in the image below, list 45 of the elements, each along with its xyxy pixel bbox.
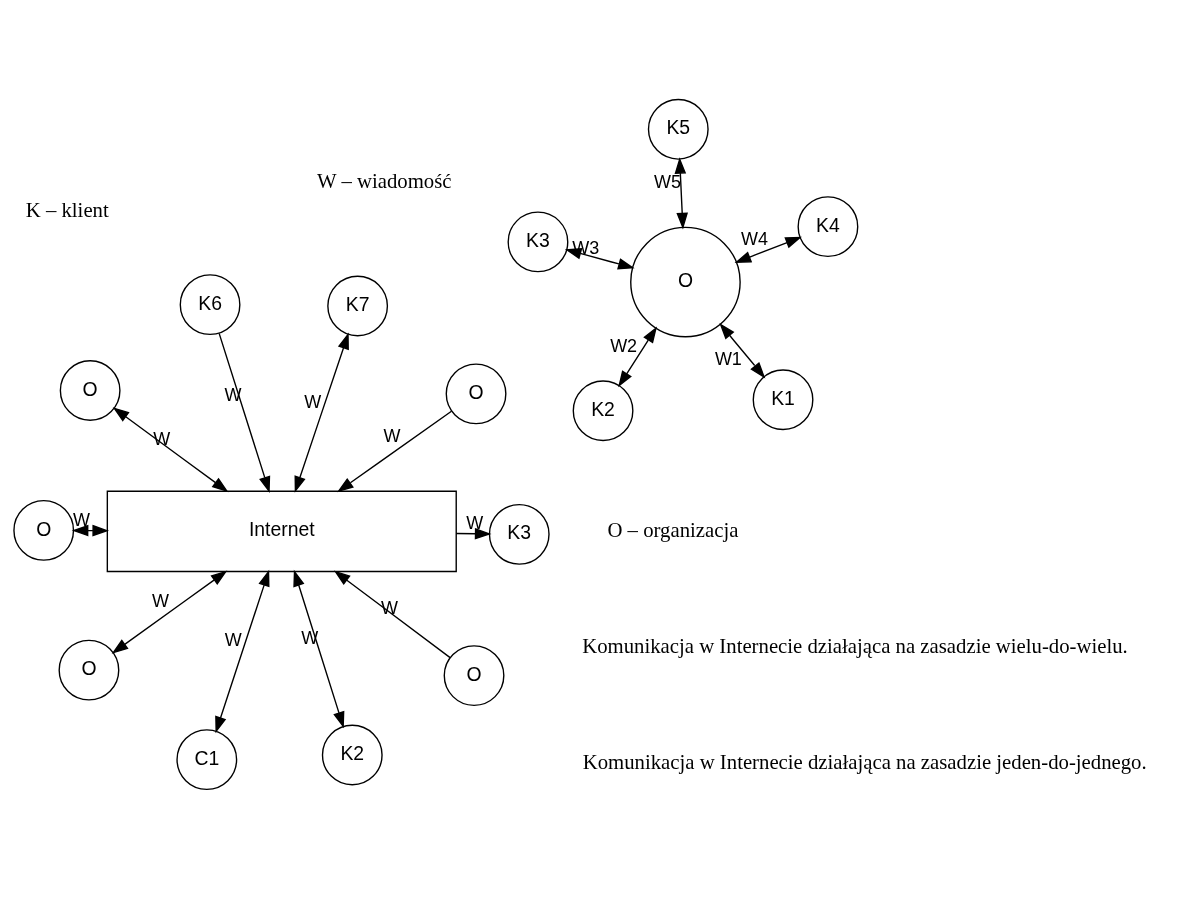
arrow	[674, 157, 688, 230]
arrow	[71, 524, 109, 537]
node-circle: O	[443, 645, 505, 707]
arrow	[294, 332, 349, 493]
node-circle: K1	[752, 369, 814, 431]
edge-label: W	[380, 597, 398, 618]
arrow	[215, 569, 270, 734]
arrow	[719, 322, 766, 379]
arrow	[455, 527, 492, 540]
edge-label: W	[72, 509, 90, 530]
label: W – wiadomość	[317, 169, 452, 192]
edge-label: W	[224, 630, 242, 651]
label: Komunikacja w Internecie działająca na zasadzie jeden-do-jednego.	[582, 751, 1147, 774]
node-circle: O	[445, 363, 507, 425]
node-circle: K3	[507, 211, 569, 273]
node-circle: K2	[321, 724, 383, 786]
node-circle: K6	[179, 274, 241, 336]
node-circle: C1	[176, 729, 238, 791]
arrow	[218, 332, 271, 494]
edge-label: W	[466, 512, 484, 533]
arrow	[333, 570, 451, 659]
node-circle: K3	[488, 503, 550, 565]
edge-label: W	[152, 591, 170, 612]
arrow	[618, 326, 658, 388]
edge-label: W	[383, 426, 401, 447]
edge-label: W4	[741, 228, 769, 249]
arrow	[112, 407, 229, 493]
edge-label: W	[304, 391, 322, 412]
label: O – organizacja	[607, 518, 739, 541]
node-circle: K2	[572, 380, 634, 442]
node-circle: O	[59, 360, 121, 421]
node-circle: K4	[797, 196, 859, 258]
arrow	[111, 570, 228, 654]
node-circle: O	[58, 639, 120, 701]
arrow	[337, 410, 453, 493]
label: Komunikacja w Internecie działająca na zasadzie wielu-do-wielu.	[582, 635, 1128, 658]
arrow	[293, 569, 345, 729]
node-box: Internet	[106, 490, 457, 573]
node-circle: K5	[647, 98, 709, 160]
edge-label: W	[153, 428, 171, 449]
label: K – klient	[25, 198, 109, 221]
node-circle: K7	[327, 275, 389, 337]
edge-label: W1	[714, 348, 742, 369]
arrow	[734, 236, 802, 263]
edge-label: W2	[610, 336, 638, 357]
